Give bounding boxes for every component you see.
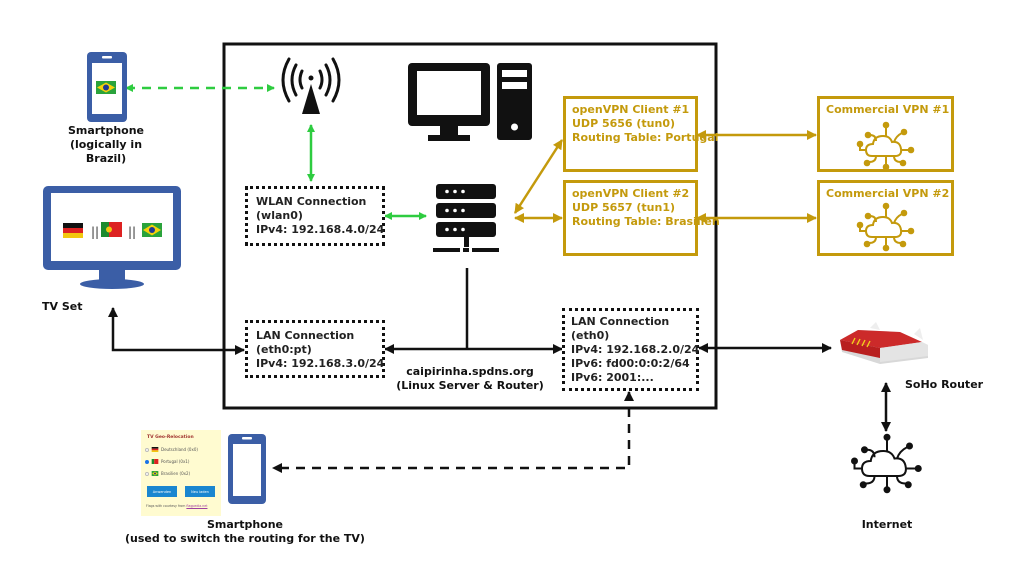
vpn-client-1-port: UDP 5656 (tun0) [572, 117, 676, 130]
vpn-client-2-routing: Routing Table: Brasilien [572, 215, 720, 228]
brazil-flag-icon [96, 81, 116, 94]
server-hostname: caipirinha.spdns.org [406, 365, 534, 378]
smartphone-brazil-icon [87, 52, 127, 122]
vpn-client-2-port: UDP 5657 (tun1) [572, 201, 676, 214]
geo-panel-footer: Flags with courtesy from flagpedia.net [146, 504, 207, 508]
germany-flag-icon [63, 223, 83, 238]
reload-button[interactable]: Neu laden [185, 486, 215, 497]
portugal-flag-icon [101, 222, 122, 237]
link-laneth0-phone [272, 391, 634, 473]
link-server-vpn1 [513, 139, 564, 214]
geo-option-brazil-label: Brasilien (0x2) [161, 471, 191, 476]
geo-option-germany[interactable]: Deutschland (0x0) [145, 447, 198, 452]
lan-eth0-ipv4: IPv4: 192.168.2.0/24 [571, 343, 700, 356]
soho-router-label: SoHo Router [905, 378, 984, 391]
lan-eth0-connection-box: LAN Connection (eth0) IPv4: 192.168.2.0/… [562, 308, 699, 391]
link-tv-lanpt [108, 307, 245, 355]
smartphone-brazil-label-line2: (logically in Brazil) [69, 138, 143, 165]
vpn-client-2-box: openVPN Client #2 UDP 5657 (tun1) Routin… [563, 180, 720, 256]
flagpedia-link[interactable]: flagpedia.net [186, 504, 208, 508]
server-label: caipirinha.spdns.org (Linux Server & Rou… [395, 365, 545, 393]
lan-pt-title: LAN Connection [256, 329, 355, 342]
internet-label: Internet [861, 518, 913, 531]
smartphone-switch-icon [228, 434, 266, 504]
wlan-connection-box: WLAN Connection (wlan0) IPv4: 192.168.4.… [245, 186, 385, 246]
radio-brazil[interactable] [145, 471, 149, 476]
tv-separator-1: || [91, 225, 99, 239]
internet-cloud-icon [851, 433, 922, 494]
cloud-network-icon [856, 202, 915, 252]
vpn-client-1-title: openVPN Client #1 [572, 103, 690, 116]
vpn-client-1-box: openVPN Client #1 UDP 5656 (tun0) Routin… [563, 96, 719, 172]
smartphone-brazil-label: Smartphone (logically in Brazil) [50, 124, 162, 166]
commercial-vpn-1-title: Commercial VPN #1 [826, 103, 950, 116]
desktop-computer-icon [408, 63, 532, 141]
commercial-vpn-2-box: Commercial VPN #2 [817, 180, 954, 256]
portugal-flag-icon [151, 459, 159, 464]
server-role: (Linux Server & Router) [396, 379, 544, 392]
lan-pt-ipv4: IPv4: 192.168.3.0/24 [256, 357, 385, 370]
footer-text: Flags with courtesy from [146, 504, 186, 508]
soho-router-icon [840, 322, 928, 364]
lan-pt-interface: (eth0:pt) [256, 343, 312, 356]
commercial-vpn-1-box: Commercial VPN #1 [817, 96, 954, 172]
lan-pt-connection-box: LAN Connection (eth0:pt) IPv4: 192.168.3… [245, 320, 385, 378]
radio-portugal[interactable] [145, 459, 149, 464]
wlan-ipv4: IPv4: 192.168.4.0/24 [256, 223, 385, 236]
tv-set-label: TV Set [42, 300, 83, 313]
wlan-title: WLAN Connection [256, 195, 367, 208]
geo-option-portugal-label: Portugal (0x1) [161, 459, 190, 464]
wlan-interface: (wlan0) [256, 209, 303, 222]
tv-separator-2: || [128, 225, 136, 239]
vpn-client-2-title: openVPN Client #2 [572, 187, 690, 200]
commercial-vpn-2-title: Commercial VPN #2 [826, 187, 950, 200]
vpn-client-1-routing: Routing Table: Portugal [572, 131, 719, 144]
cloud-network-icon [856, 121, 915, 171]
lan-eth0-ipv6-global: IPv6: 2001:... [571, 371, 654, 384]
germany-flag-icon [151, 447, 159, 452]
wifi-antenna-icon [281, 57, 341, 114]
geo-option-portugal[interactable]: Portugal (0x1) [145, 459, 189, 464]
geo-relocation-panel: TV Geo-Relocation Deutschland (0x0) Port… [141, 430, 221, 516]
lan-eth0-ipv6-ula: IPv6: fd00:0:0:2/64 [571, 357, 690, 370]
geo-option-germany-label: Deutschland (0x0) [161, 447, 198, 452]
smartphone-switch-label-line2: (used to switch the routing for the TV) [125, 532, 365, 545]
tv-set-icon: || || [43, 186, 181, 289]
brazil-flag-icon [142, 223, 162, 237]
smartphone-switch-label: Smartphone (used to switch the routing f… [110, 518, 380, 546]
geo-option-brazil[interactable]: Brasilien (0x2) [145, 471, 190, 476]
smartphone-brazil-label-line1: Smartphone [67, 124, 145, 137]
lan-eth0-interface: (eth0) [571, 329, 610, 342]
smartphone-switch-label-line1: Smartphone [206, 518, 284, 531]
brazil-flag-icon [151, 471, 159, 476]
geo-panel-title: TV Geo-Relocation [147, 435, 194, 440]
lan-eth0-title: LAN Connection [571, 315, 670, 328]
apply-button[interactable]: Anwenden [147, 486, 177, 497]
radio-germany[interactable] [145, 447, 149, 452]
server-rack-icon [433, 184, 499, 252]
